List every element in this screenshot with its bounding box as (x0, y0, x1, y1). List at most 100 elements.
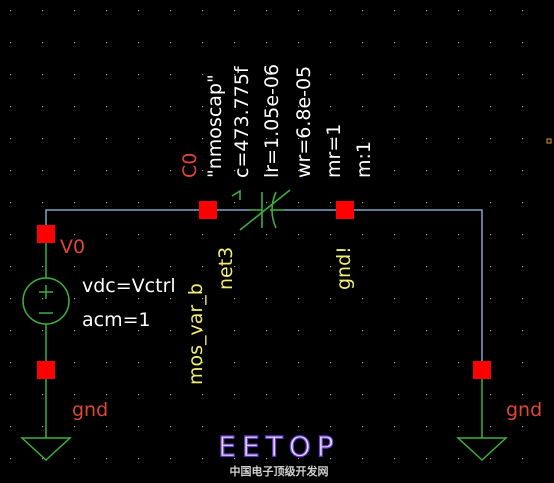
grid-dot (106, 42, 108, 44)
grid-dot (138, 458, 140, 460)
grid-dot (298, 330, 300, 332)
cap-param-wr: wr=6.8e-05 (293, 66, 315, 178)
grid-dot (458, 426, 460, 428)
grid-dot (170, 458, 172, 460)
grid-dot (106, 266, 108, 268)
grid-dot (298, 74, 300, 76)
grid-dot (138, 394, 140, 396)
grid-dot (522, 458, 524, 460)
ground-left-symbol (20, 370, 72, 462)
grid-dot (138, 42, 140, 44)
grid-dot (426, 74, 428, 76)
grid-dot (490, 394, 492, 396)
grid-dot (10, 458, 12, 460)
cap-param-m: m:1 (353, 141, 375, 178)
grid-dot (106, 458, 108, 460)
grid-dot (426, 426, 428, 428)
edge-marker (546, 138, 552, 144)
grid-dot (490, 458, 492, 460)
grid-dot (266, 138, 268, 140)
grid-dot (234, 42, 236, 44)
grid-dot (234, 362, 236, 364)
grid-dot (490, 138, 492, 140)
grid-dot (10, 170, 12, 172)
grid-dot (522, 170, 524, 172)
grid-dot (138, 74, 140, 76)
grid-dot (42, 266, 44, 268)
grid-dot (394, 362, 396, 364)
grid-dot (234, 202, 236, 204)
grid-dot (330, 106, 332, 108)
grid-dot (458, 74, 460, 76)
grid-dot (394, 170, 396, 172)
grid-dot (458, 266, 460, 268)
grid-dot (362, 266, 364, 268)
grid-dot (394, 266, 396, 268)
grid-dot (170, 202, 172, 204)
grid-dot (106, 170, 108, 172)
grid-dot (10, 138, 12, 140)
grid-dot (10, 362, 12, 364)
grid-dot (330, 362, 332, 364)
grid-dot (234, 458, 236, 460)
grid-dot (426, 266, 428, 268)
grid-dot (330, 298, 332, 300)
grid-dot (234, 106, 236, 108)
grid-dot (10, 202, 12, 204)
grid-dot (234, 170, 236, 172)
grid-dot (42, 74, 44, 76)
grid-dot (394, 202, 396, 204)
grid-dot (234, 394, 236, 396)
pin-c0-right (336, 201, 354, 219)
grid-dot (362, 394, 364, 396)
grid-dot (458, 330, 460, 332)
grid-dot (202, 74, 204, 76)
grid-dot (202, 362, 204, 364)
grid-dot (138, 202, 140, 204)
grid-dot (522, 298, 524, 300)
grid-dot (202, 458, 204, 460)
grid-dot (490, 202, 492, 204)
grid-dot (458, 298, 460, 300)
grid-dot (394, 106, 396, 108)
grid-dot (394, 458, 396, 460)
grid-dot (42, 106, 44, 108)
grid-dot (42, 138, 44, 140)
grid-dot (522, 10, 524, 12)
grid-dot (74, 234, 76, 236)
grid-dot (202, 170, 204, 172)
grid-dot (426, 10, 428, 12)
grid-dot (522, 234, 524, 236)
ground-right-symbol (456, 370, 508, 462)
grid-dot (74, 330, 76, 332)
grid-dot (490, 74, 492, 76)
grid-dot (170, 394, 172, 396)
grid-dot (170, 266, 172, 268)
grid-dot (266, 298, 268, 300)
grid-dot (362, 458, 364, 460)
grid-dot (266, 362, 268, 364)
grid-dot (202, 330, 204, 332)
grid-dot (362, 106, 364, 108)
grid-dot (490, 106, 492, 108)
grid-dot (458, 138, 460, 140)
grid-dot (522, 106, 524, 108)
grid-dot (42, 330, 44, 332)
grid-dot (138, 362, 140, 364)
varactor-c0[interactable] (231, 189, 291, 231)
grid-dot (74, 362, 76, 364)
grid-dot (394, 234, 396, 236)
watermark-logo: EETOP (218, 430, 339, 463)
grid-dot (170, 10, 172, 12)
grid-dot (490, 298, 492, 300)
pin-c0-left (199, 201, 217, 219)
grid-dot (234, 74, 236, 76)
grid-dot (138, 330, 140, 332)
grid-dot (170, 138, 172, 140)
grid-dot (522, 394, 524, 396)
grid-dot (362, 362, 364, 364)
grid-dot (458, 458, 460, 460)
grid-dot (234, 138, 236, 140)
grid-dot (522, 202, 524, 204)
